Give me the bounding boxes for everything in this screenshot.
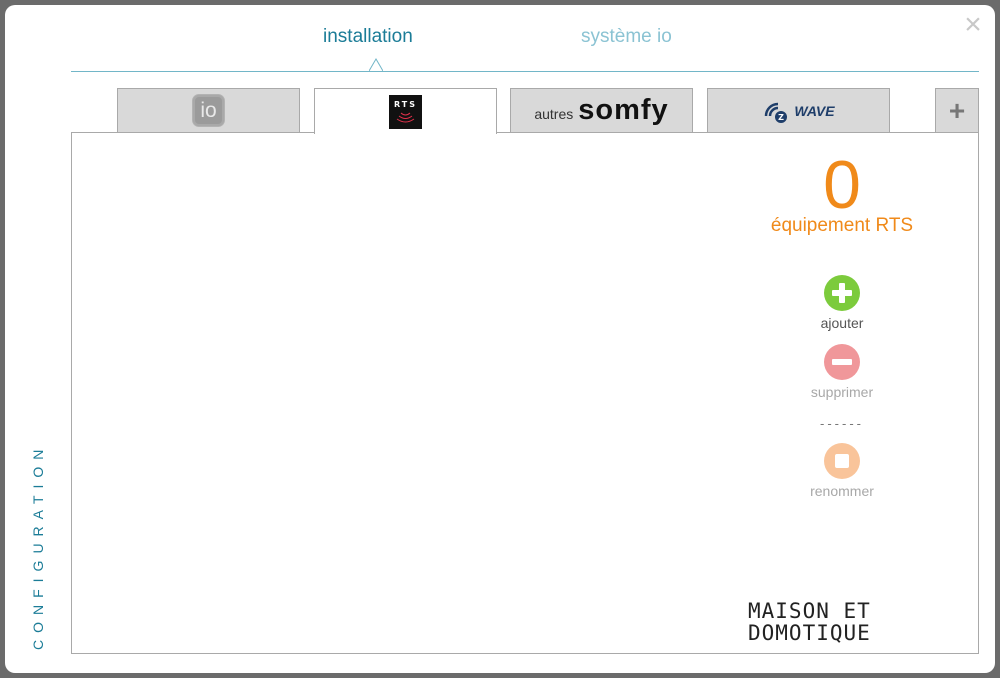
minus-circle-icon [824,344,860,380]
brand-line-2: DOMOTIQUE [748,621,871,645]
somfy-logo: somfy [578,94,669,126]
add-protocol-button[interactable]: + [935,88,979,132]
stop-circle-icon [824,443,860,479]
rename-device-label: renommer [810,483,874,499]
rts-waves-icon [396,112,415,122]
maison-et-domotique-logo: MAISON ET DOMOTIQUE [748,601,958,644]
io-logo-icon: io [192,94,225,127]
device-list-panel: 0 équipement RTS ajouter supprimer -----… [71,132,979,654]
add-device-button[interactable]: ajouter [782,275,902,331]
tab-installation[interactable]: installation [323,26,413,47]
delete-device-label: supprimer [810,384,874,400]
protocol-tab-io[interactable]: io [117,88,300,132]
brand-line-1: MAISON ET [748,599,871,623]
somfy-prefix-label: autres [534,105,574,122]
protocol-tab-autres-somfy[interactable]: autres somfy [510,88,693,132]
actions-separator: ------ [820,416,864,431]
side-label-configuration: CONFIGURATION [30,442,46,650]
active-tab-caret-icon [369,58,383,72]
delete-device-button[interactable]: supprimer [782,344,902,400]
rename-device-button[interactable]: renommer [782,443,902,499]
zwave-logo-text: WAVE [794,102,835,119]
add-device-label: ajouter [820,315,864,331]
tab-underline [71,71,979,72]
zwave-logo-icon: Z [765,102,788,123]
close-button[interactable]: × [964,8,982,41]
protocol-tab-zwave[interactable]: Z WAVE [707,88,890,132]
rts-logo-text: RTS [393,99,418,109]
plus-circle-icon [824,275,860,311]
protocol-tab-rts[interactable]: RTS [314,88,497,134]
device-count-label: équipement RTS [770,215,914,236]
configuration-dialog: × installation système io CONFIGURATION … [5,5,995,673]
tab-systeme-io[interactable]: système io [581,26,672,47]
device-count: 0 [823,147,861,223]
plus-icon: + [948,94,966,126]
svg-text:Z: Z [778,113,784,122]
rts-logo-icon: RTS [389,94,422,129]
